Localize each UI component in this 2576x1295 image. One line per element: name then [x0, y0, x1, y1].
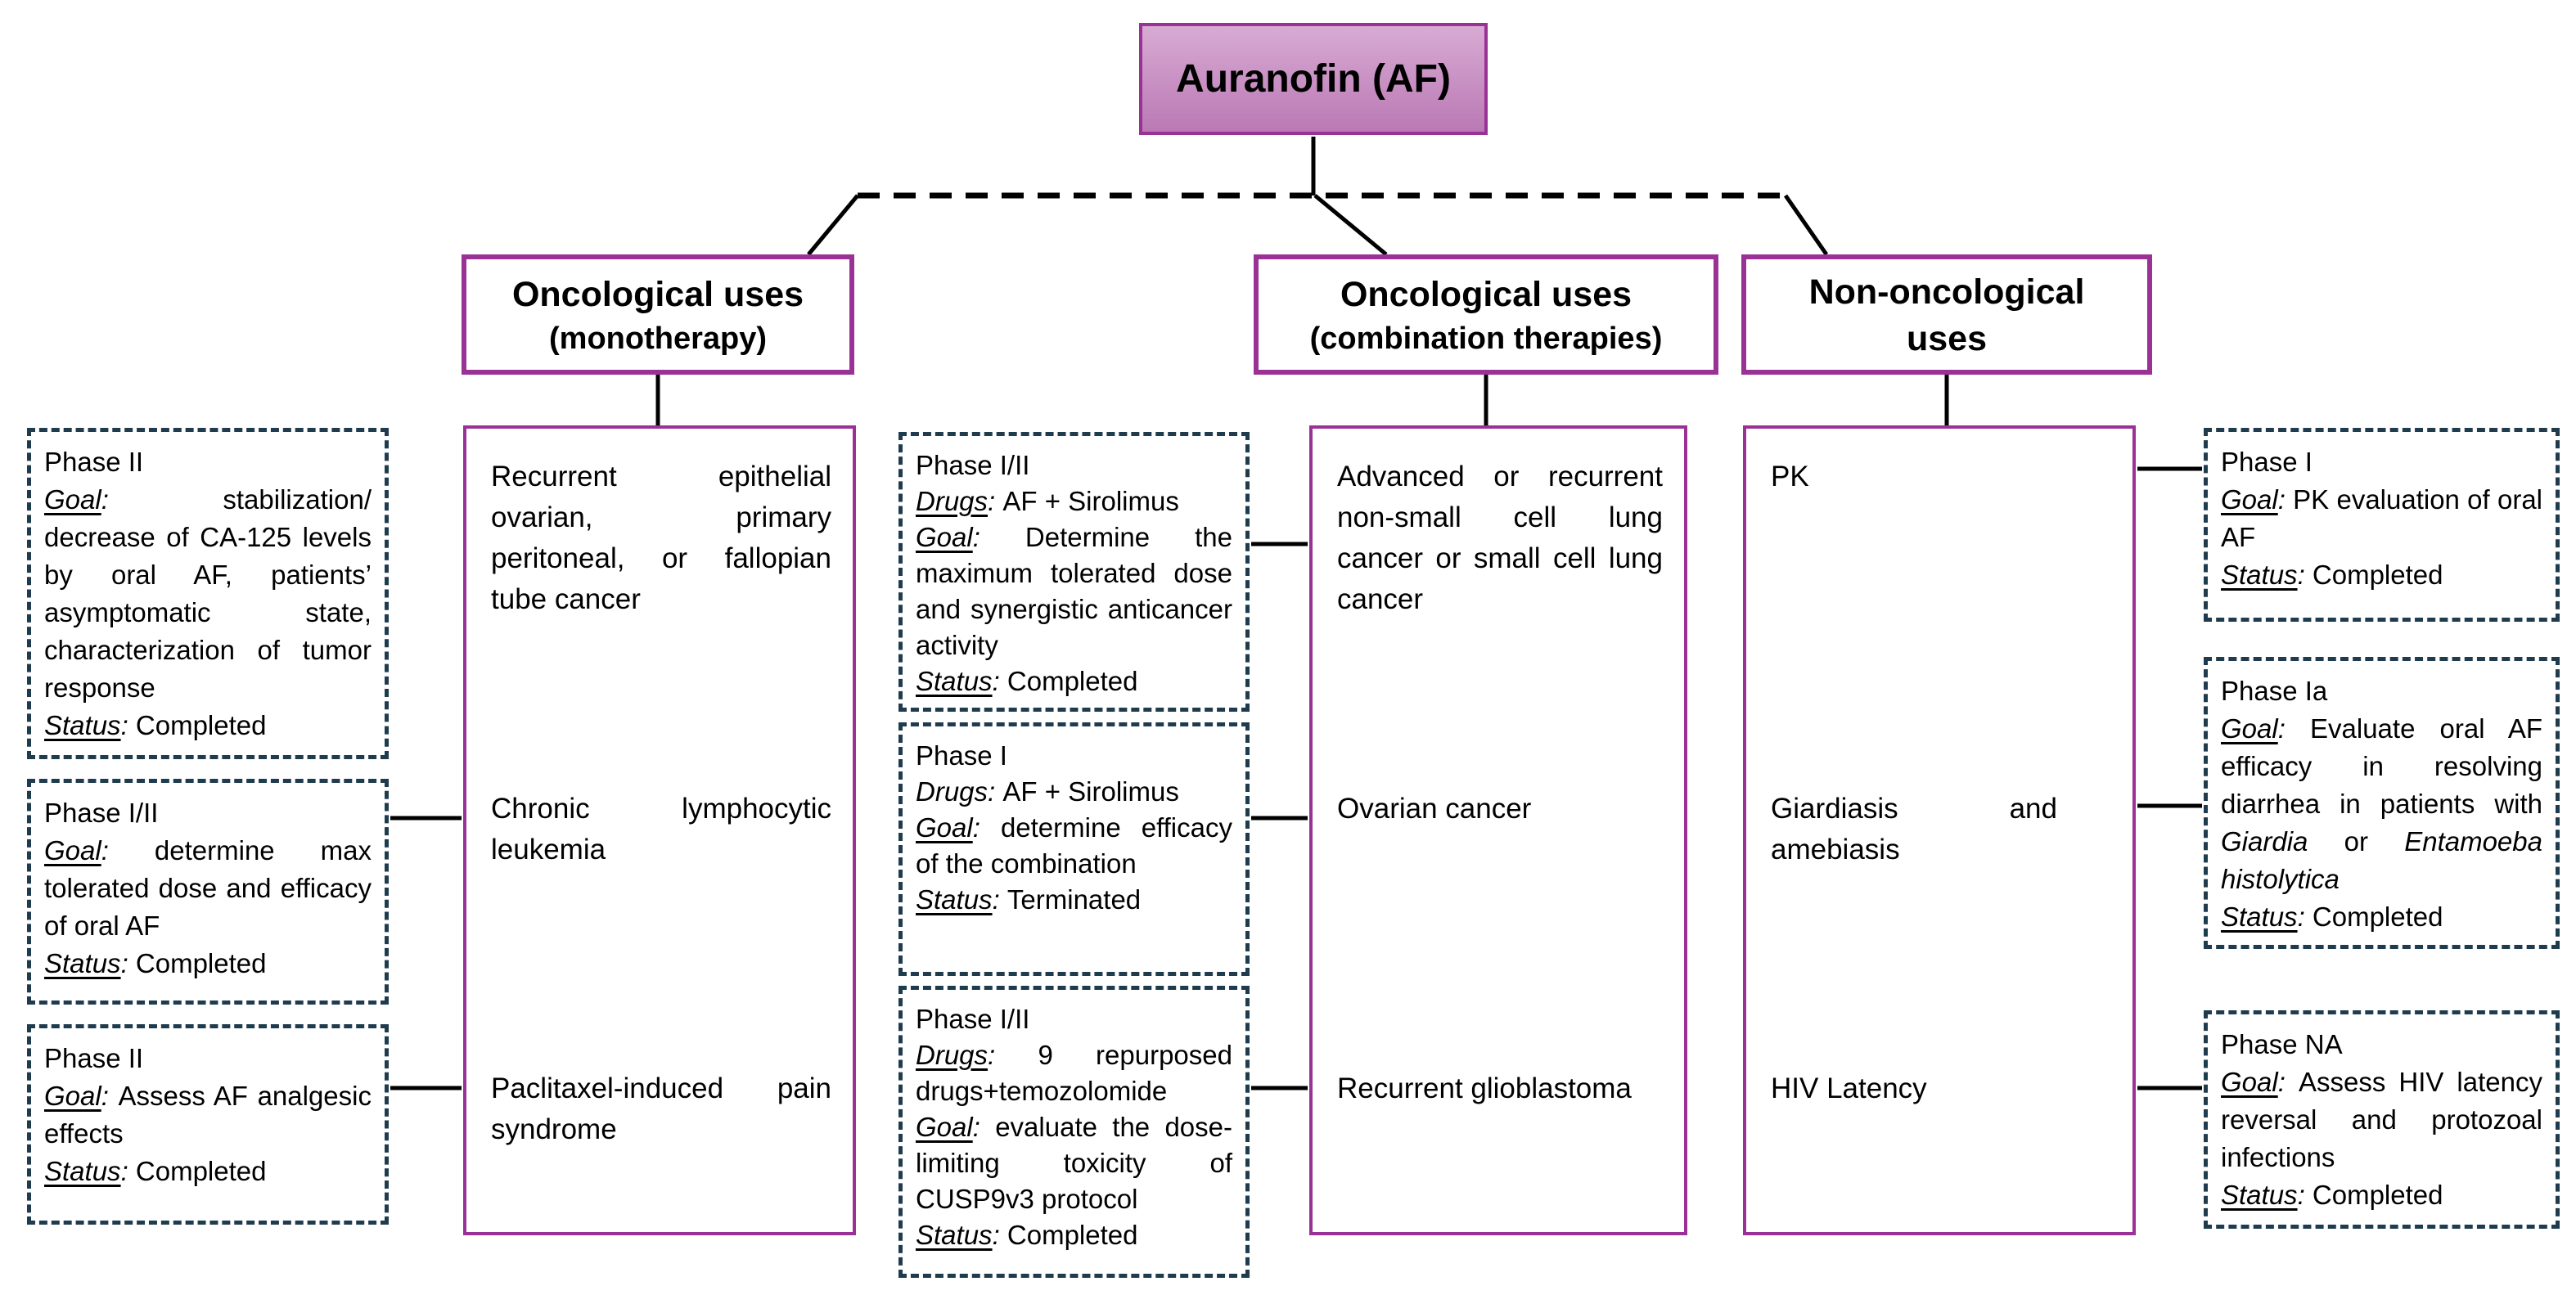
- trial-text-line: Status: Completed: [44, 948, 267, 978]
- trial-text-line: Phase I: [916, 740, 1007, 771]
- connector-slant-right: [1783, 194, 1829, 256]
- trial-text-line: Phase I/II: [916, 450, 1030, 480]
- indications-box-monotherapy: Recurrent epithelial ovarian, primary pe…: [463, 425, 856, 1235]
- trial-text-line: Phase II: [44, 447, 144, 477]
- trial-box-left-3: Phase II Goal: Assess AF analgesic effect…: [27, 1024, 389, 1225]
- trial-text-line: Phase Ia: [2221, 676, 2328, 706]
- trial-text-line: Goal: determine max tolerated dose and e…: [44, 835, 372, 941]
- indications-box-combination: Advanced or recurrent non-small cell lun…: [1309, 425, 1687, 1235]
- category-subtitle: (combination therapies): [1309, 321, 1663, 356]
- category-title: Non-oncological: [1808, 272, 2085, 312]
- indication-entry: Advanced or recurrent non-small cell lun…: [1337, 461, 1663, 615]
- trial-text-line: Drugs: AF + Sirolimus: [916, 776, 1179, 807]
- category-header-monotherapy: Oncological uses (monotherapy): [462, 254, 854, 375]
- trial-box-right-3: Phase NA Goal: Assess HIV latency reversa…: [2204, 1010, 2560, 1229]
- trial-text-line: Goal: Evaluate oral AF efficacy in resol…: [2221, 713, 2542, 894]
- trial-box-right-1: Phase I Goal: PK evaluation of oral AF Sta…: [2204, 428, 2560, 622]
- trial-text-line: Goal: determine efficacy of the combinat…: [916, 812, 1232, 879]
- trial-text-line: Goal: Determine the maximum tolerated do…: [916, 522, 1233, 660]
- trial-text-line: Status: Completed: [44, 710, 267, 740]
- trial-text-line: Status: Completed: [44, 1156, 267, 1186]
- trial-text-line: Phase NA: [2221, 1029, 2343, 1059]
- trial-box-right-2: Phase Ia Goal: Evaluate oral AF efficacy …: [2204, 657, 2560, 949]
- root-node-label: Auranofin (AF): [1176, 57, 1451, 101]
- trial-text-line: Goal: Assess HIV latency reversal and pr…: [2221, 1067, 2542, 1172]
- trial-text-line: Status: Completed: [2221, 902, 2443, 932]
- category-title: Oncological uses: [1340, 274, 1633, 314]
- connector-slant-center: [1313, 194, 1388, 256]
- trial-box-middle-3: Phase I/II Drugs: 9 repurposed drugs+temo…: [898, 986, 1250, 1278]
- trial-text-line: Status: Completed: [2221, 1180, 2443, 1210]
- indication-entry: HIV Latency: [1771, 1072, 1927, 1104]
- trial-text-line: Status: Completed: [916, 666, 1138, 696]
- trial-text-line: Goal: evaluate the dose-limiting toxicit…: [916, 1112, 1232, 1214]
- category-header-non-oncological: Non-oncological uses: [1741, 254, 2152, 375]
- indication-entry: PK: [1771, 461, 1809, 492]
- connector-slant-left: [807, 194, 859, 256]
- indication-entry: Giardiasis and amebiasis: [1771, 793, 2057, 866]
- trial-text-line: Status: Completed: [2221, 560, 2443, 590]
- trial-text-line: Goal: Assess AF analgesic effects: [44, 1081, 372, 1149]
- trial-box-left-2: Phase I/II Goal: determine max tolerated …: [27, 779, 389, 1005]
- indication-entry: Ovarian cancer: [1337, 793, 1532, 825]
- category-title: Oncological uses: [511, 274, 804, 314]
- trial-text-line: Drugs: 9 repurposed drugs+temozolomide: [916, 1040, 1232, 1106]
- trial-box-left-1: Phase II Goal: stabilization/ decrease of…: [27, 428, 389, 759]
- trial-text-line: Status: Terminated: [916, 884, 1142, 915]
- trial-text-line: Status: Completed: [916, 1220, 1138, 1250]
- indication-entry: Recurrent glioblastoma: [1337, 1072, 1632, 1104]
- trial-text-line: Phase I/II: [44, 798, 159, 828]
- trial-text-line: Phase I: [2221, 447, 2313, 477]
- trial-text-line: Goal: stabilization/ decrease of CA-125 …: [44, 484, 372, 703]
- indications-box-non-oncological: PK Giardiasis and amebiasis HIV Latency: [1743, 425, 2136, 1235]
- category-subtitle: (monotherapy): [549, 321, 767, 356]
- indication-entry: Chronic lymphocytic leukemia: [491, 793, 831, 866]
- root-node-auranofin: Auranofin (AF): [1139, 23, 1488, 135]
- category-header-combination: Oncological uses (combination therapies): [1254, 254, 1718, 375]
- indication-entry: Recurrent epithelial ovarian, primary pe…: [491, 461, 831, 615]
- trial-text-line: Drugs: AF + Sirolimus: [916, 486, 1179, 516]
- trial-text-line: Phase I/II: [916, 1004, 1030, 1034]
- indication-entry: Paclitaxel-induced pain syndrome: [491, 1072, 831, 1145]
- trial-text-line: Phase II: [44, 1043, 144, 1073]
- category-subtitle: uses: [1906, 318, 1987, 358]
- trial-text-line: Goal: PK evaluation of oral AF: [2221, 484, 2543, 552]
